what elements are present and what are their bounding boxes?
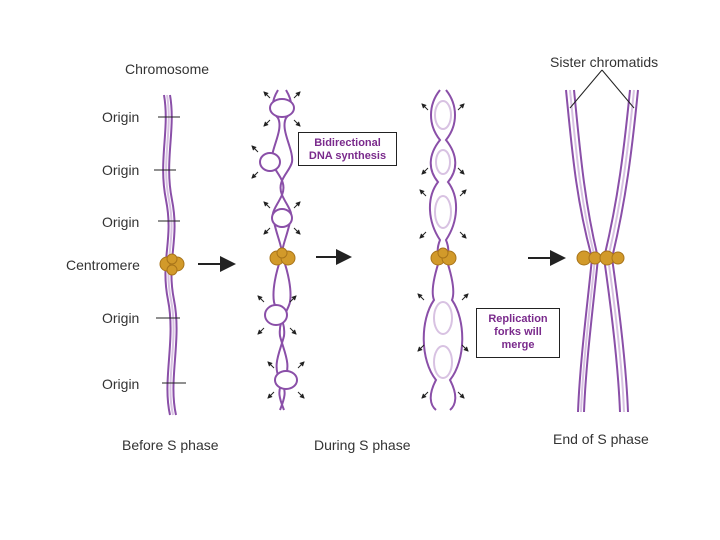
fork-arrows-late	[417, 103, 469, 399]
centromere-before	[159, 253, 185, 276]
centromere-during-late	[430, 247, 457, 266]
stage-end-title: End of S phase	[553, 431, 649, 447]
centromere-label: Centromere	[66, 257, 140, 273]
stage-before-title: Before S phase	[122, 437, 219, 453]
origin-ticks-before	[154, 116, 186, 384]
replication-bubbles-late	[433, 100, 453, 379]
origin-label-1: Origin	[102, 109, 139, 125]
centromere-end	[576, 250, 625, 266]
chromosome-label: Chromosome	[125, 61, 209, 77]
callout-line: Bidirectional	[314, 137, 381, 149]
sister-chromatids-pointer	[569, 69, 635, 109]
callout-line: Replication	[488, 313, 548, 325]
origin-label-2: Origin	[102, 162, 139, 178]
callout-line: merge	[501, 339, 535, 351]
chromosome-during-early	[270, 89, 294, 411]
origin-label-3: Origin	[102, 214, 139, 230]
origin-label-5: Origin	[102, 376, 139, 392]
origin-label-4: Origin	[102, 310, 139, 326]
centromere-during-early	[269, 247, 296, 266]
callout-line: forks will	[494, 326, 542, 338]
replication-forks-callout: Replication forks will merge	[476, 308, 560, 358]
chromosome-before	[162, 94, 178, 416]
replication-bubbles-early	[259, 98, 298, 390]
fork-arrows-early	[251, 91, 305, 399]
callout-line: DNA synthesis	[308, 150, 387, 162]
bidirectional-synthesis-callout: Bidirectional DNA synthesis	[298, 132, 397, 166]
stage-during-title: During S phase	[314, 437, 411, 453]
sister-chromatids-label: Sister chromatids	[550, 54, 658, 70]
